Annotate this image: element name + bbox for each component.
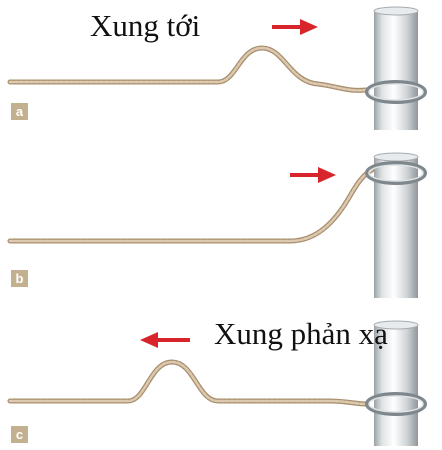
- panel-label-b: b: [15, 271, 24, 286]
- panel-b: [7, 152, 427, 298]
- rope-highlight: [8, 168, 374, 243]
- red-arrow-icon: [290, 167, 336, 183]
- pole-top: [373, 152, 419, 162]
- pole-icon: [374, 324, 418, 446]
- ring-inner: [368, 395, 424, 413]
- red-arrow-icon: [272, 19, 318, 35]
- incident-pulse-caption: Xung tới: [90, 8, 201, 43]
- panel-label-bg: [11, 103, 28, 120]
- pole-top: [373, 320, 419, 330]
- rope-highlight: [8, 46, 368, 92]
- rope: [7, 359, 369, 407]
- pole-icon: [374, 156, 418, 298]
- pole-icon: [374, 10, 418, 130]
- reflected-pulse-caption: Xung phản xạ: [214, 316, 388, 351]
- panel-label-bg: [11, 270, 28, 287]
- rope-highlight: [8, 360, 368, 406]
- red-arrow-icon: [140, 332, 190, 348]
- ring-icon: [365, 80, 427, 104]
- ring-inner: [368, 83, 424, 101]
- ring-icon: [365, 392, 427, 416]
- pole-top: [373, 6, 419, 16]
- rope: [7, 167, 375, 244]
- panel-label-a: a: [15, 104, 24, 119]
- panel-a: [7, 6, 427, 130]
- panel-label-bg: [11, 426, 28, 443]
- ring-inner: [368, 164, 424, 182]
- panel-label-c: c: [15, 427, 24, 442]
- panel-c: [7, 320, 427, 446]
- ring-icon: [365, 161, 427, 185]
